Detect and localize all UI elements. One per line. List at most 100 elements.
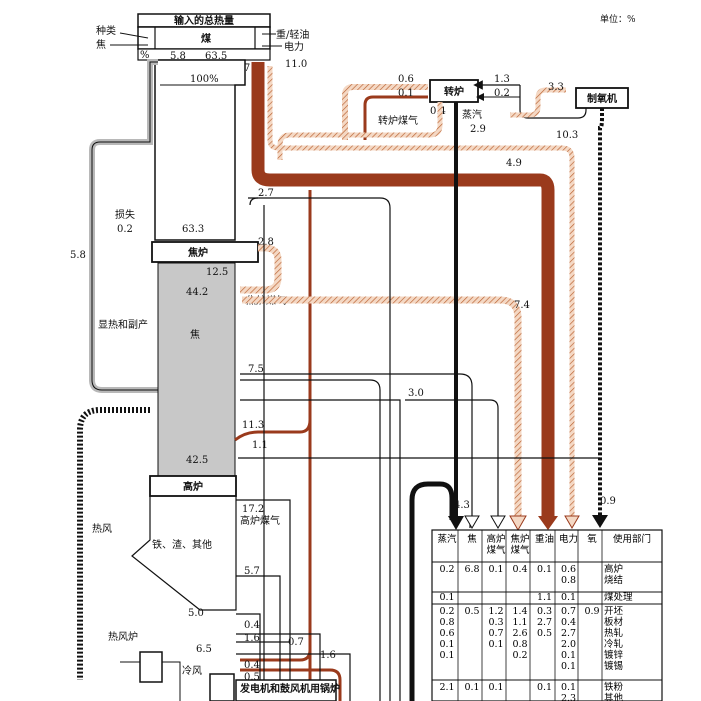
- sensible-heat-label: 显热和副产: [98, 318, 148, 331]
- table-cell: 0.5: [464, 606, 480, 617]
- table-cell: 0.1: [536, 564, 553, 575]
- table-header-cell: 蒸汽: [437, 534, 457, 545]
- converter-node: 转炉: [429, 79, 479, 103]
- value-0-4b: 0.4: [244, 620, 260, 631]
- value-0-7: 0.7: [288, 637, 304, 648]
- coke-kind-label: 焦: [96, 38, 106, 51]
- table-cell: 1.4 1.1 2.6 0.8 0.2: [512, 606, 528, 661]
- value-1-3: 1.3: [494, 74, 510, 85]
- value-0-5: 0.5: [244, 672, 260, 683]
- value-2-9: 2.9: [470, 124, 486, 135]
- oxygen-plant-label: 制氧机: [587, 92, 617, 105]
- table-header-cell: 焦炉煤气: [510, 534, 530, 556]
- kind-label: 种类: [96, 24, 116, 37]
- value-11-3: 11.3: [242, 420, 264, 431]
- value-0-2: 0.2: [494, 88, 510, 99]
- elec-percent: 11.0: [285, 59, 307, 70]
- value-10-3: 10.3: [556, 130, 578, 141]
- table-header-cell: 重油: [534, 534, 554, 545]
- table-cell: 1.2 0.3 0.7 0.1: [488, 606, 504, 650]
- oil-branch-2: [234, 419, 312, 442]
- coke-gas-to-table: [242, 296, 522, 518]
- table-cell: 0.1: [488, 682, 504, 693]
- table-cell: 2.1: [439, 682, 455, 693]
- cold-air-label: 冷风: [182, 664, 202, 677]
- table-header-cell: 使用部门: [612, 534, 651, 545]
- table-cell: 0.1: [439, 592, 455, 603]
- value-17-2: 17.2: [242, 504, 264, 515]
- coke-oven-gas-loop: [240, 244, 282, 294]
- value-5-8-left: 5.8: [70, 250, 86, 261]
- coke-column: [157, 262, 236, 477]
- value-6-5: 6.5: [196, 644, 212, 655]
- oxygen-plant-node: 制氧机: [575, 87, 629, 109]
- value-1-6: 1.6: [244, 633, 260, 644]
- value-1-6b: 1.6: [320, 650, 336, 661]
- oil-main-flow: [251, 62, 555, 520]
- table-cell: 铁粉 其他: [604, 682, 624, 701]
- table-cell: 0.1: [464, 682, 480, 693]
- value-4-9: 4.9: [506, 158, 522, 169]
- hot-air-label: 热风: [92, 522, 112, 535]
- loss-value: 0.2: [117, 224, 133, 235]
- unit-label: 单位：%: [600, 13, 636, 25]
- value-1-1: 1.1: [252, 440, 268, 451]
- loss-label: 损失: [115, 208, 135, 221]
- elec-kind-label: 电力: [284, 40, 304, 53]
- table-cell: 0.1: [560, 592, 577, 603]
- value-4-3: 4.3: [454, 500, 470, 511]
- hot-stove-label: 热风炉: [108, 630, 138, 643]
- table-header-cell: 焦: [467, 534, 477, 545]
- table-cell: 0.2 0.8 0.6 0.1 0.1: [439, 606, 455, 661]
- total-100-label: 100%: [190, 74, 219, 85]
- value-3-0: 3.0: [408, 388, 424, 399]
- consumption-table: [431, 529, 663, 701]
- header-title: 输入的总热量: [174, 14, 234, 27]
- table-cell: 0.6 0.8: [560, 564, 577, 586]
- value-2-8: 2.8: [258, 237, 274, 248]
- converter-in-flow: [342, 84, 428, 140]
- table-cell: 0.3 2.7 0.5: [536, 606, 553, 639]
- table-cell: 6.8: [464, 564, 480, 575]
- value-7-5: 7.5: [248, 364, 264, 375]
- table-header-cell: 电力: [558, 534, 578, 545]
- table-cell: 1.1: [536, 592, 553, 603]
- table-cell: 0.1 2.3: [560, 682, 577, 701]
- value-5-7: 5.7: [244, 566, 260, 577]
- value-0-1a: 0.1: [398, 88, 414, 99]
- power-plant-label: 发电机和鼓风机用锅炉: [239, 682, 340, 695]
- power-plant-node: 发电机和鼓风机用锅炉: [209, 673, 340, 701]
- blast-furnace-label: 高炉: [183, 480, 203, 493]
- bf-gas-label: 高炉煤气: [240, 514, 280, 527]
- coke-oven-label: 焦炉: [187, 246, 208, 259]
- blast-furnace-node: 高炉: [149, 475, 237, 497]
- value-5-0: 5.0: [188, 608, 204, 619]
- main-column: 100% 63.3 损失 0.2: [115, 59, 246, 241]
- value-63-3: 63.3: [182, 224, 204, 235]
- table-header-cell: 氧: [587, 534, 597, 545]
- value-42-5: 42.5: [186, 455, 208, 466]
- table-cell: 0.1: [536, 682, 553, 693]
- table-cell: 0.1: [488, 564, 504, 575]
- coke-percent: 5.8: [170, 51, 186, 62]
- table-cell: 0.9: [584, 606, 600, 617]
- value-3-3: 3.3: [548, 82, 564, 93]
- coal-percent: 63.5: [205, 51, 227, 62]
- electric-flow: [267, 66, 575, 518]
- table-cell: 0.7 0.4 2.7 2.0 0.1 0.1: [560, 606, 577, 672]
- table-cell: 煤处理: [604, 592, 633, 603]
- value-0-4c: 0.4: [244, 660, 260, 671]
- table-cell: 0.4: [512, 564, 528, 575]
- value-12-5: 12.5: [206, 267, 228, 278]
- value-0-6: 0.6: [398, 74, 414, 85]
- coke-in-column-label: 焦: [190, 328, 200, 341]
- value-0-9: 0.9: [600, 496, 616, 507]
- bf-gas-network: [236, 197, 600, 701]
- value-7-4: 7.4: [514, 300, 530, 311]
- percent-sign: %: [140, 50, 150, 61]
- converter-label: 转炉: [444, 85, 464, 98]
- table-cell: 高炉 烧结: [604, 564, 624, 586]
